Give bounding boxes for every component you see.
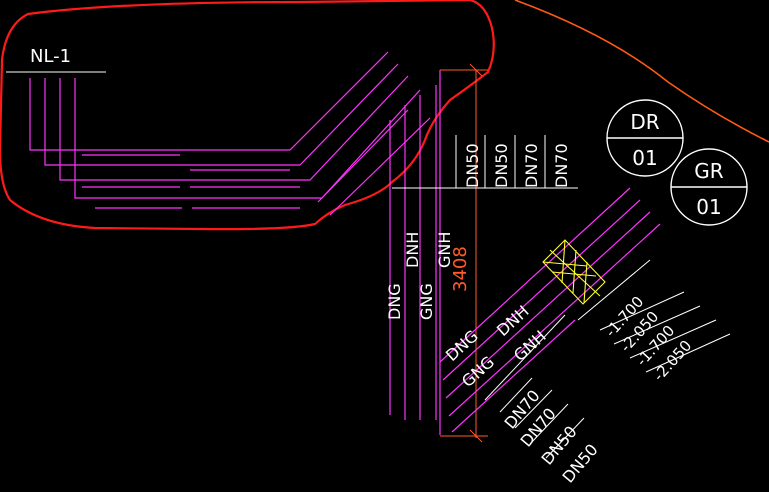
elevation-table xyxy=(577,259,731,373)
vertical-pipes xyxy=(389,70,441,435)
dimension-3408 xyxy=(440,63,488,443)
lower-size-table xyxy=(484,314,585,459)
pipe-run-11 xyxy=(329,117,431,216)
callout-dr-top: DR xyxy=(630,110,659,134)
upper-size-table xyxy=(392,135,578,189)
upper-size-2: DN50 xyxy=(492,143,511,188)
callout-gr: GR 01 xyxy=(670,148,748,226)
pipe-run-3 xyxy=(59,75,409,181)
pipe-run-12 xyxy=(317,109,409,203)
upper-size-3: DN70 xyxy=(522,143,541,188)
vlabel-dng: DNG xyxy=(385,283,404,320)
upper-size-4: DN70 xyxy=(552,143,571,188)
vlabel-gng: GNG xyxy=(417,283,436,320)
callout-gr-top: GR xyxy=(694,159,723,183)
dimension-value: 3408 xyxy=(450,246,471,292)
red-markup-outline xyxy=(0,0,495,231)
dlabel-gng: GNG xyxy=(458,352,498,391)
vlabel-gnh: GNH xyxy=(435,232,454,268)
callout-gr-bottom: 01 xyxy=(696,195,721,219)
callout-dr-bottom: 01 xyxy=(632,146,657,170)
pipe-run-1 xyxy=(29,51,389,151)
valve-symbol xyxy=(542,239,606,305)
upper-size-1: DN50 xyxy=(463,143,482,188)
pipe-run-4 xyxy=(74,78,421,199)
dlabel-gnh: GNH xyxy=(510,326,550,364)
site-boundary-curve xyxy=(514,0,769,143)
pipe-run-2 xyxy=(44,63,399,166)
vlabel-dnh: DNH xyxy=(403,232,422,268)
pipe-group-upper xyxy=(29,51,431,216)
callout-dr: DR 01 xyxy=(606,99,684,177)
nl-1-label: NL-1 xyxy=(30,46,71,67)
diagonal-pipes xyxy=(439,187,661,433)
